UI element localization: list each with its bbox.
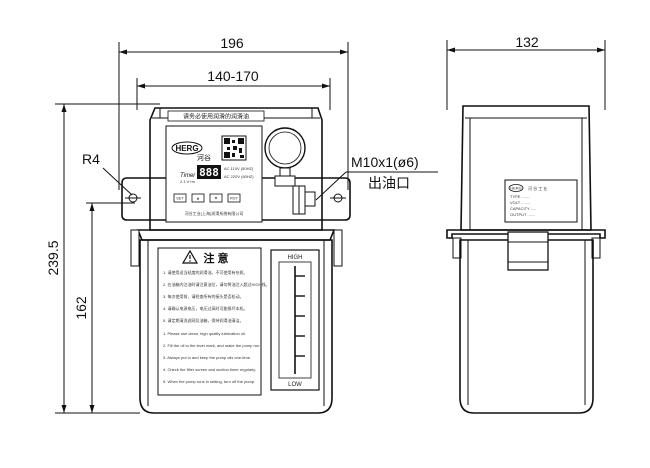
front-view: 请务必使用润滑的润滑油 HERG 河谷 Timer 2.1 V	[121, 107, 351, 414]
warning-title: 注 意	[203, 251, 228, 265]
down-button[interactable]	[209, 193, 223, 203]
svg-text:5. 请定期清洗滤网及油箱，保持润滑油清洁。: 5. 请定期清洗滤网及油箱，保持润滑油清洁。	[163, 317, 243, 323]
dimension-mount-width: 140-170	[136, 68, 331, 110]
top-plate-label: 请务必使用润滑的润滑油	[183, 113, 249, 121]
svg-text:▼: ▼	[214, 196, 218, 201]
up-button[interactable]	[191, 193, 205, 203]
dimension-total-height: 239.5	[45, 103, 160, 414]
timer-sub: 2.1 V+m	[180, 179, 196, 184]
outlet-fitting	[292, 185, 316, 215]
svg-text:3. Always put in and keep the: 3. Always put in and keep the pump oils …	[163, 355, 251, 360]
dimension-tank-height: 162	[73, 202, 135, 413]
callout-outlet-thread: M10x1(ø6)	[351, 154, 419, 170]
svg-text:2. Fill the oil to the level m: 2. Fill the oil to the level mark, and m…	[163, 343, 260, 348]
level-high-label: HIGH	[288, 255, 303, 261]
svg-text:OUTPUT .......: OUTPUT .......	[510, 212, 535, 217]
callout-outlet-label: 出油口	[368, 175, 410, 191]
svg-text:VOLT ........: VOLT ........	[510, 200, 530, 205]
svg-text:HERG: HERG	[175, 144, 198, 153]
reset-button[interactable]	[227, 193, 241, 203]
svg-text:TYPE ........: TYPE ........	[510, 194, 530, 199]
brand-logo: HERG 河谷	[171, 141, 211, 162]
dimension-front-width: 196	[118, 35, 349, 190]
svg-text:4. 请确认电源电压，电压过高时可能损坏本机。: 4. 请确认电源电压，电压过高时可能损坏本机。	[163, 305, 247, 311]
svg-text:2. 在油箱内注油时请注意油位，请勿将油注入超过HIGH线。: 2. 在油箱内注油时请注意油位，请勿将油注入超过HIGH线。	[163, 281, 269, 287]
oil-tank	[139, 239, 333, 414]
dimension-side-width: 132	[446, 34, 606, 110]
maker-label: 河谷工业(上海)润滑系统有限公司	[185, 210, 244, 216]
dim-label-total-height: 239.5	[45, 240, 61, 275]
dim-label-tank-height: 162	[73, 296, 89, 320]
svg-text:▲: ▲	[196, 196, 200, 201]
svg-text:3. 每次使用前，请检查所有的接头是否松动。: 3. 每次使用前，请检查所有的接头是否松动。	[163, 293, 243, 299]
qr-code-icon	[221, 135, 247, 161]
set-button[interactable]	[173, 193, 187, 203]
svg-text:1. Please use clean, high qual: 1. Please use clean, high quality lubric…	[163, 331, 246, 336]
pressure-gauge	[264, 127, 306, 187]
level-low-label: LOW	[288, 382, 302, 388]
timer-display	[197, 165, 221, 179]
svg-text:1. 请使用适当粘度的润滑油，不可使用有杂质。: 1. 请使用适当粘度的润滑油，不可使用有杂质。	[163, 269, 247, 275]
dim-label-mount-width: 140-170	[207, 68, 259, 84]
side-view: HERG 河 谷 工 业 TYPE ........ VOLT ........…	[446, 105, 606, 414]
svg-text:RST: RST	[230, 196, 239, 201]
svg-text:SET: SET	[176, 196, 184, 201]
svg-text:CAPACITY .....: CAPACITY .....	[510, 206, 536, 211]
warning-triangle-icon	[181, 249, 199, 264]
svg-text:河谷: 河谷	[197, 153, 211, 162]
spec-voltage-1: AC 110V (50HZ)	[224, 166, 254, 171]
callout-radius: R4	[82, 151, 133, 196]
dim-label-side-width: 132	[515, 34, 539, 50]
callout-radius-label: R4	[82, 151, 100, 167]
svg-text:4. Check the filter screen and: 4. Check the filter screen and suction t…	[163, 367, 256, 372]
controller-buttons: SET ▲ ▼ RST	[173, 193, 241, 203]
svg-text:河 谷 工 业: 河 谷 工 业	[528, 185, 547, 191]
svg-text:888: 888	[199, 166, 219, 179]
side-clamp	[507, 231, 549, 271]
svg-text:5. When the pump runs in setti: 5. When the pump runs in setting, turn o…	[163, 379, 255, 384]
spec-voltage-2: AC 220V (60HZ)	[224, 174, 254, 179]
warning-text-lines: 1. 请使用适当粘度的润滑油，不可使用有杂质。 2. 在油箱内注油时请注意油位，…	[163, 269, 269, 384]
callout-outlet: M10x1(ø6) 出油口	[315, 154, 438, 201]
warning-label	[157, 247, 262, 396]
svg-text:HERG: HERG	[510, 186, 522, 191]
dim-label-front-width: 196	[220, 35, 244, 51]
timer-label: Timer	[180, 173, 196, 179]
